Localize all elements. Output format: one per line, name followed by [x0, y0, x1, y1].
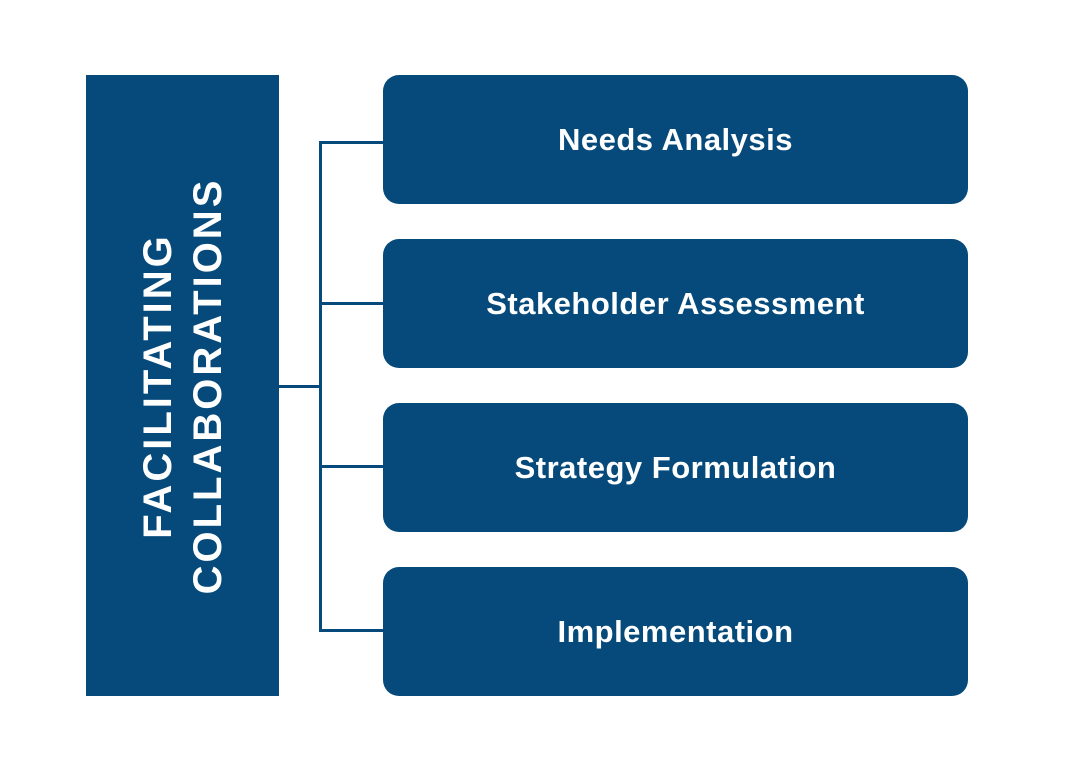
step-needs-analysis: Needs Analysis — [383, 75, 968, 204]
connector-branch-stakeholder-assessment — [319, 302, 384, 305]
root-label: FACILITATING COLLABORATIONS — [133, 75, 233, 696]
connector-branch-strategy-formulation — [319, 465, 384, 468]
step-strategy-formulation: Strategy Formulation — [383, 403, 968, 532]
root-node: FACILITATING COLLABORATIONS — [86, 75, 279, 696]
step-label: Implementation — [557, 613, 794, 649]
step-implementation: Implementation — [383, 567, 968, 696]
connector-branch-implementation — [319, 629, 384, 632]
connector-stem — [279, 385, 321, 388]
connector-branch-needs-analysis — [319, 141, 384, 144]
connector-trunk — [319, 141, 322, 632]
root-label-line2: COLLABORATIONS — [185, 177, 230, 594]
root-label-line1: FACILITATING — [135, 232, 180, 539]
step-label: Needs Analysis — [557, 121, 794, 157]
step-label: Strategy Formulation — [514, 449, 837, 485]
step-label: Stakeholder Assessment — [486, 285, 865, 321]
step-stakeholder-assessment: Stakeholder Assessment — [383, 239, 968, 368]
